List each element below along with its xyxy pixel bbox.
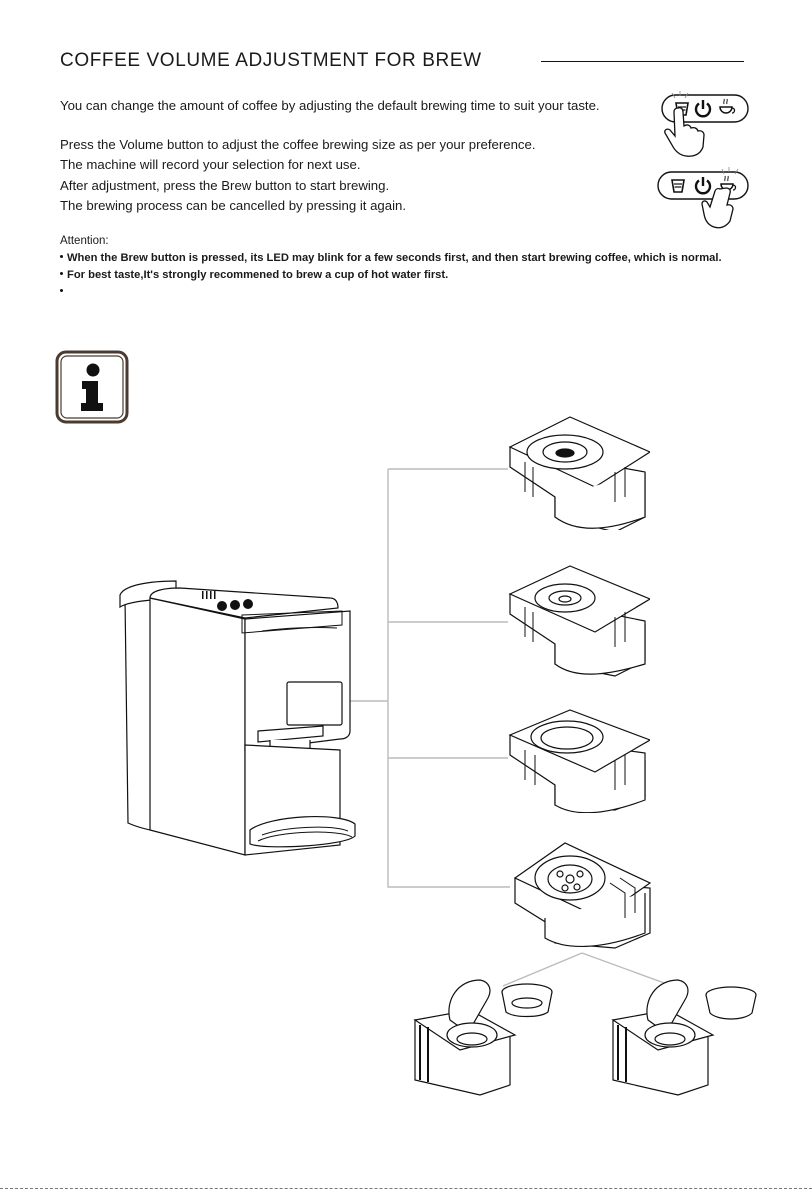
- attention-bullet-text: For best taste,It's strongly recommened …: [67, 269, 449, 281]
- volume-cup-icon: [671, 179, 685, 193]
- intro-text: You can change the amount of coffee by a…: [60, 98, 600, 113]
- power-icon: [694, 100, 712, 118]
- power-icon: [694, 177, 712, 195]
- pointing-hand-icon: [701, 187, 734, 229]
- step-text: The machine will record your selection f…: [60, 157, 361, 172]
- brew-cup-icon: [719, 98, 736, 114]
- attention-label: Attention:: [60, 235, 109, 247]
- capsule-adapter-1: [508, 416, 650, 530]
- pointing-hand-icon: [664, 107, 705, 157]
- step-text: Press the Volume button to adjust the co…: [60, 137, 536, 152]
- attention-bullet: For best taste,It's strongly recommened …: [60, 269, 448, 281]
- capsule-adapter-open-a: [413, 979, 553, 1096]
- control-panel-volume-illustration: [661, 91, 749, 157]
- attention-bullet: When the Brew button is pressed, its LED…: [60, 252, 722, 264]
- control-panel-brew-illustration: [657, 167, 749, 229]
- attention-bullet-text: When the Brew button is pressed, its LED…: [67, 252, 722, 264]
- capsule-adapter-2: [508, 565, 650, 677]
- capsule-adapter-open-b: [611, 979, 757, 1096]
- capsule-adapter-3: [508, 709, 650, 813]
- page-title: COFFEE VOLUME ADJUSTMENT FOR BREW: [60, 50, 482, 71]
- step-text: The brewing process can be cancelled by …: [60, 198, 407, 213]
- attention-bullet: [60, 286, 67, 298]
- footer-dashed-line: [0, 1188, 812, 1189]
- coffee-machine-illustration: [119, 580, 356, 856]
- info-icon: [55, 350, 129, 424]
- capsule-adapter-4: [513, 842, 652, 949]
- step-text: After adjustment, press the Brew button …: [60, 178, 390, 193]
- title-rule: [541, 61, 744, 62]
